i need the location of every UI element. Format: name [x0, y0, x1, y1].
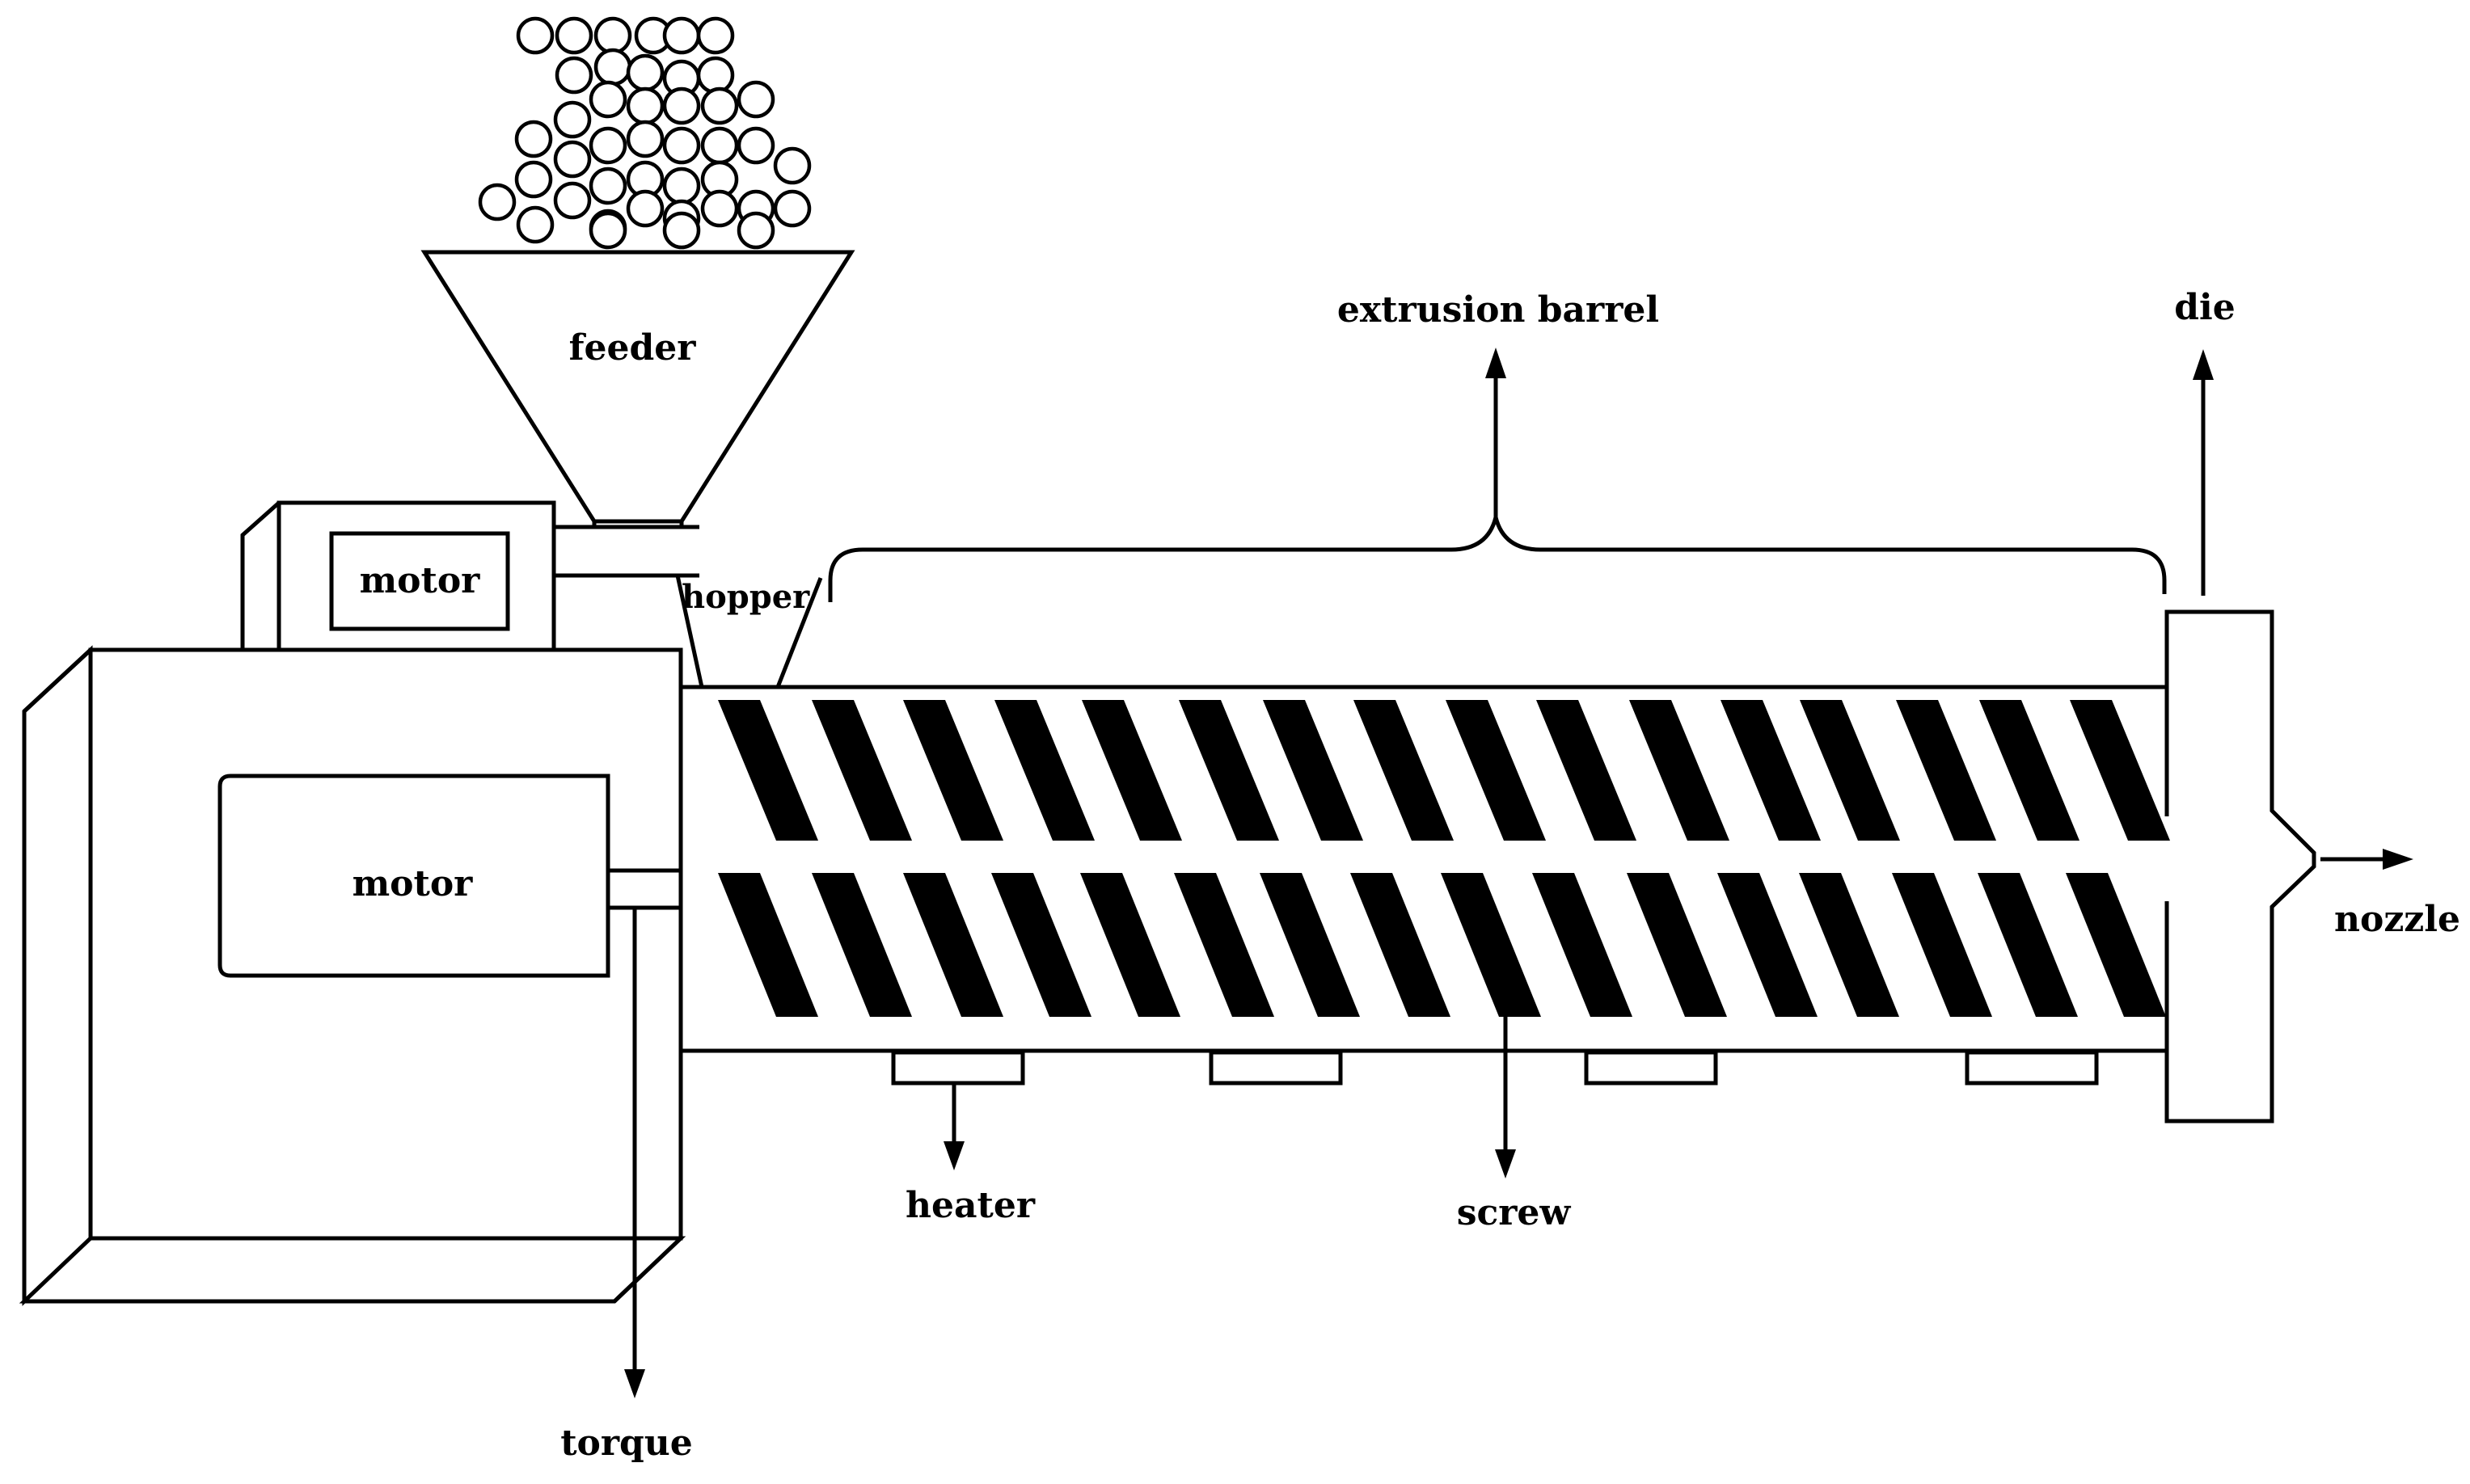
screw-flight	[1263, 700, 1363, 841]
pellet	[626, 53, 665, 92]
screw-flight	[1260, 873, 1360, 1017]
nozzle-label: nozzle	[2334, 899, 2460, 940]
screw-flight	[1979, 700, 2079, 841]
arrows	[624, 348, 2413, 1398]
pellet	[589, 167, 627, 205]
screw-flight	[2070, 700, 2170, 841]
screw-flight	[2066, 873, 2166, 1017]
heater-block	[1965, 1050, 2099, 1086]
heater-block	[1584, 1050, 1718, 1086]
pellet	[553, 100, 592, 139]
feeder-label: feeder	[569, 327, 697, 369]
heaters	[891, 1050, 2099, 1086]
pellet	[662, 167, 701, 205]
screw-flight	[1799, 873, 1899, 1017]
screw-flight	[1978, 873, 2078, 1017]
pellet	[662, 126, 701, 165]
screw-flight	[1179, 700, 1279, 841]
heater-block	[891, 1050, 1025, 1086]
pellet	[514, 160, 553, 199]
pellet	[514, 120, 553, 158]
pellet	[700, 189, 739, 228]
pellet	[662, 86, 701, 125]
feed-pipe	[554, 521, 699, 578]
die-label: die	[2174, 287, 2235, 328]
torque-label: torque	[560, 1423, 693, 1464]
pellet	[737, 211, 775, 250]
screw-flight	[1536, 700, 1636, 841]
screw-flight	[991, 873, 1091, 1017]
screw-flight	[1800, 700, 1900, 841]
screw-flight	[812, 873, 912, 1017]
screw-flight	[1532, 873, 1632, 1017]
pellet	[516, 205, 555, 244]
screw-flight	[994, 700, 1095, 841]
pellet	[662, 211, 701, 250]
screw-flight	[1896, 700, 1996, 841]
pellet	[589, 80, 627, 119]
screw-flight	[1627, 873, 1727, 1017]
pellet	[593, 16, 632, 55]
extrusion-barrel-label: extrusion barrel	[1337, 289, 1659, 331]
screw-flight	[718, 873, 818, 1017]
screw-flight	[718, 700, 818, 841]
hopper: hopper	[675, 575, 823, 688]
screw-label: screw	[1457, 1192, 1572, 1233]
top-motor-label: motor	[360, 560, 481, 601]
lower-screw	[718, 873, 2166, 1017]
heater-label: heater	[906, 1185, 1036, 1226]
drive-housing: motor	[19, 645, 686, 1306]
screw-flight	[1721, 700, 1821, 841]
pellet	[555, 16, 593, 55]
screw-flight	[1174, 873, 1274, 1017]
upper-screw	[718, 700, 2170, 841]
screw-flight	[1446, 700, 1546, 841]
pellet	[700, 126, 739, 165]
pellet	[593, 48, 632, 86]
pellet	[773, 189, 812, 228]
barrel-brace	[828, 516, 2167, 602]
pellet	[478, 183, 517, 221]
pellet	[553, 140, 592, 179]
pellet	[589, 126, 627, 165]
polymer-pellets	[478, 16, 812, 250]
pellet	[700, 86, 739, 125]
screw-flight	[1080, 873, 1180, 1017]
hopper-label: hopper	[682, 578, 810, 616]
screw-flight	[1350, 873, 1450, 1017]
top-motor-unit: motor	[240, 500, 556, 652]
pellet	[626, 120, 665, 158]
screw-flight	[1717, 873, 1818, 1017]
pellet	[773, 146, 812, 185]
screw-flight	[1629, 700, 1729, 841]
screw-flight	[1353, 700, 1454, 841]
pellet	[737, 126, 775, 165]
pellet	[662, 16, 701, 55]
pellet	[737, 80, 775, 119]
screw-flight	[903, 873, 1003, 1017]
pellet	[589, 211, 627, 250]
screw-flight	[1441, 873, 1541, 1017]
screw-flight	[812, 700, 912, 841]
pellet	[696, 16, 735, 55]
feeder: feeder	[420, 250, 855, 524]
pellet	[626, 86, 665, 125]
pellet	[696, 56, 735, 95]
pellet	[626, 189, 665, 228]
die	[2164, 609, 2316, 1124]
pellet	[553, 181, 592, 220]
heater-block	[1209, 1050, 1343, 1086]
screw-flight	[1082, 700, 1182, 841]
screw-flight	[1892, 873, 1992, 1017]
pellet	[555, 56, 593, 95]
screw-flight	[903, 700, 1003, 841]
pellet	[516, 16, 555, 55]
main-motor-label: motor	[353, 863, 474, 904]
